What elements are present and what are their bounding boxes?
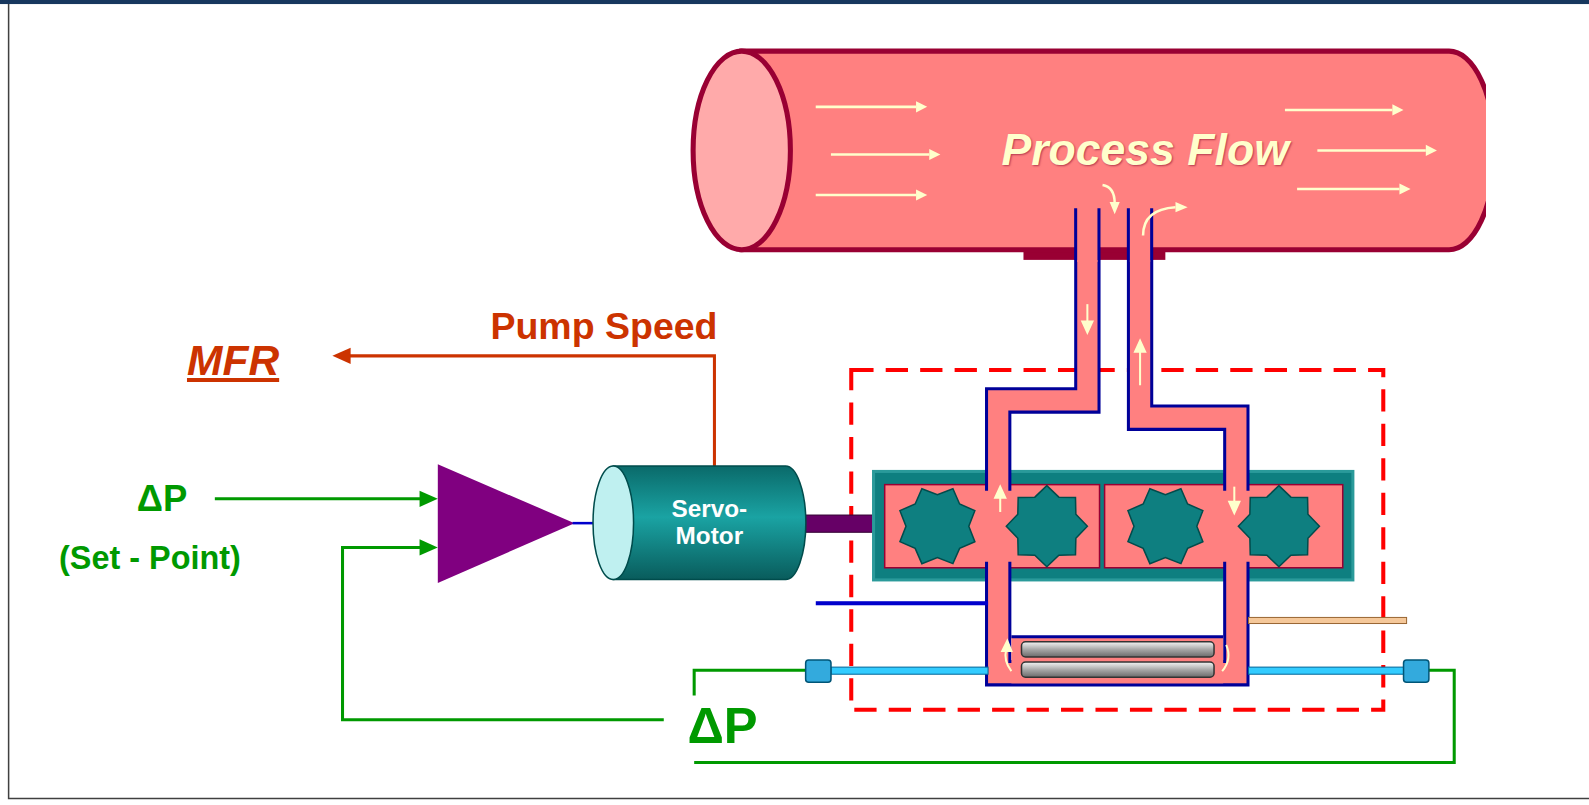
process-pipe-shape-part	[1285, 108, 1392, 111]
flow-element-part	[1022, 662, 1215, 677]
flow-arrows	[995, 304, 1239, 671]
servo-motor-shape-part	[613, 466, 806, 579]
process-pipe-shape-part	[693, 51, 790, 250]
dashed-boundary	[851, 370, 1383, 710]
flow-channels-part	[998, 243, 1236, 673]
page-frame-part	[0, 0, 1589, 4]
servo-motor: Servo- Motor	[591, 461, 811, 585]
flow-channels	[998, 243, 1236, 683]
pressure-taps	[806, 601, 1429, 682]
amplifier-symbol	[438, 464, 575, 583]
flow-arrows-part	[1002, 641, 1011, 651]
process-pipe-shape-part	[929, 148, 940, 159]
process-pipe-shape-part	[816, 105, 916, 108]
process-pipe-shape-part	[1103, 184, 1115, 202]
process-pipe: Process Flow	[685, 41, 1486, 264]
setpoint-signal-part	[215, 497, 422, 500]
page-frame-part	[9, 4, 1589, 798]
pressure-taps-part	[1404, 660, 1429, 682]
signal-note: (Set - Point)	[59, 541, 241, 577]
flow-arrows-part	[1222, 645, 1228, 671]
process-pipe-shape-part	[916, 101, 927, 112]
process-pipe-shape-part	[1317, 149, 1425, 152]
pump-gears-part	[1238, 486, 1319, 567]
output-name: MFR	[187, 337, 279, 384]
signal-name: ΔP	[687, 698, 757, 754]
pressure-taps-part	[1249, 617, 1407, 623]
flow-channels-part	[998, 243, 1236, 673]
feedback-signal-part	[694, 670, 805, 695]
setpoint-signal-part	[420, 491, 438, 507]
process-pipe-shape-part	[816, 193, 916, 196]
pump-gears-part	[884, 473, 990, 579]
flow-element-part	[1022, 642, 1215, 657]
flow-arrows-part	[1135, 341, 1145, 352]
gear-pump-part	[874, 471, 1353, 579]
flow-arrows-part	[1139, 351, 1141, 385]
motor-shaft	[806, 515, 877, 532]
pressure-taps-part	[806, 660, 831, 682]
pump-gears	[884, 473, 1319, 579]
flow-arrows-part	[995, 487, 1005, 498]
pressure-taps-part	[1249, 667, 1404, 674]
pump-gears-part	[1112, 473, 1218, 579]
flow-arrows-part	[1233, 487, 1235, 503]
pump-gears-part	[1006, 486, 1087, 567]
pipe-label: Process Flow	[942, 125, 1347, 174]
process-pipe-shape-part	[916, 189, 927, 200]
process-pipe-shape-part	[1392, 104, 1403, 115]
flow-arrows-part	[1229, 502, 1239, 513]
pump-speed-signal-part	[347, 356, 715, 467]
flow-arrows-part	[1086, 304, 1088, 322]
process-pipe-shape-part	[1110, 202, 1120, 214]
gear-pump	[874, 471, 1353, 579]
process-pipe-shape-part	[742, 51, 1486, 250]
flow-channels-part	[1011, 635, 1223, 638]
flow-arrows-part	[1005, 649, 1011, 671]
process-pipe-shape-part	[1426, 144, 1437, 155]
flow-arrows-part	[1082, 321, 1092, 332]
pump-speed-signal-part	[332, 348, 350, 364]
process-pipe-shape-part	[1143, 207, 1175, 235]
process-pipe-shape-part	[1399, 183, 1410, 194]
process-pipe-shape-part	[1087, 206, 1140, 262]
process-pipe-shape-part	[831, 153, 929, 156]
pump-speed-signal	[332, 348, 714, 467]
flow-channels-part	[1011, 637, 1223, 684]
process-pipe-shape-part	[1176, 202, 1188, 212]
process-pipe-shape-part	[1297, 187, 1399, 190]
flow-arrows-part	[999, 497, 1001, 512]
motor-label: Servo- Motor	[653, 496, 767, 550]
signal-name: Pump Speed	[490, 306, 717, 347]
setpoint-signal	[215, 491, 438, 507]
signal-name: ΔP	[137, 479, 188, 519]
servo-motor-shape-part	[593, 466, 634, 579]
feedback-signal-part	[420, 539, 438, 555]
flow-element	[1022, 642, 1215, 677]
pressure-taps-part	[831, 667, 988, 674]
pressure-taps-part	[816, 601, 988, 605]
